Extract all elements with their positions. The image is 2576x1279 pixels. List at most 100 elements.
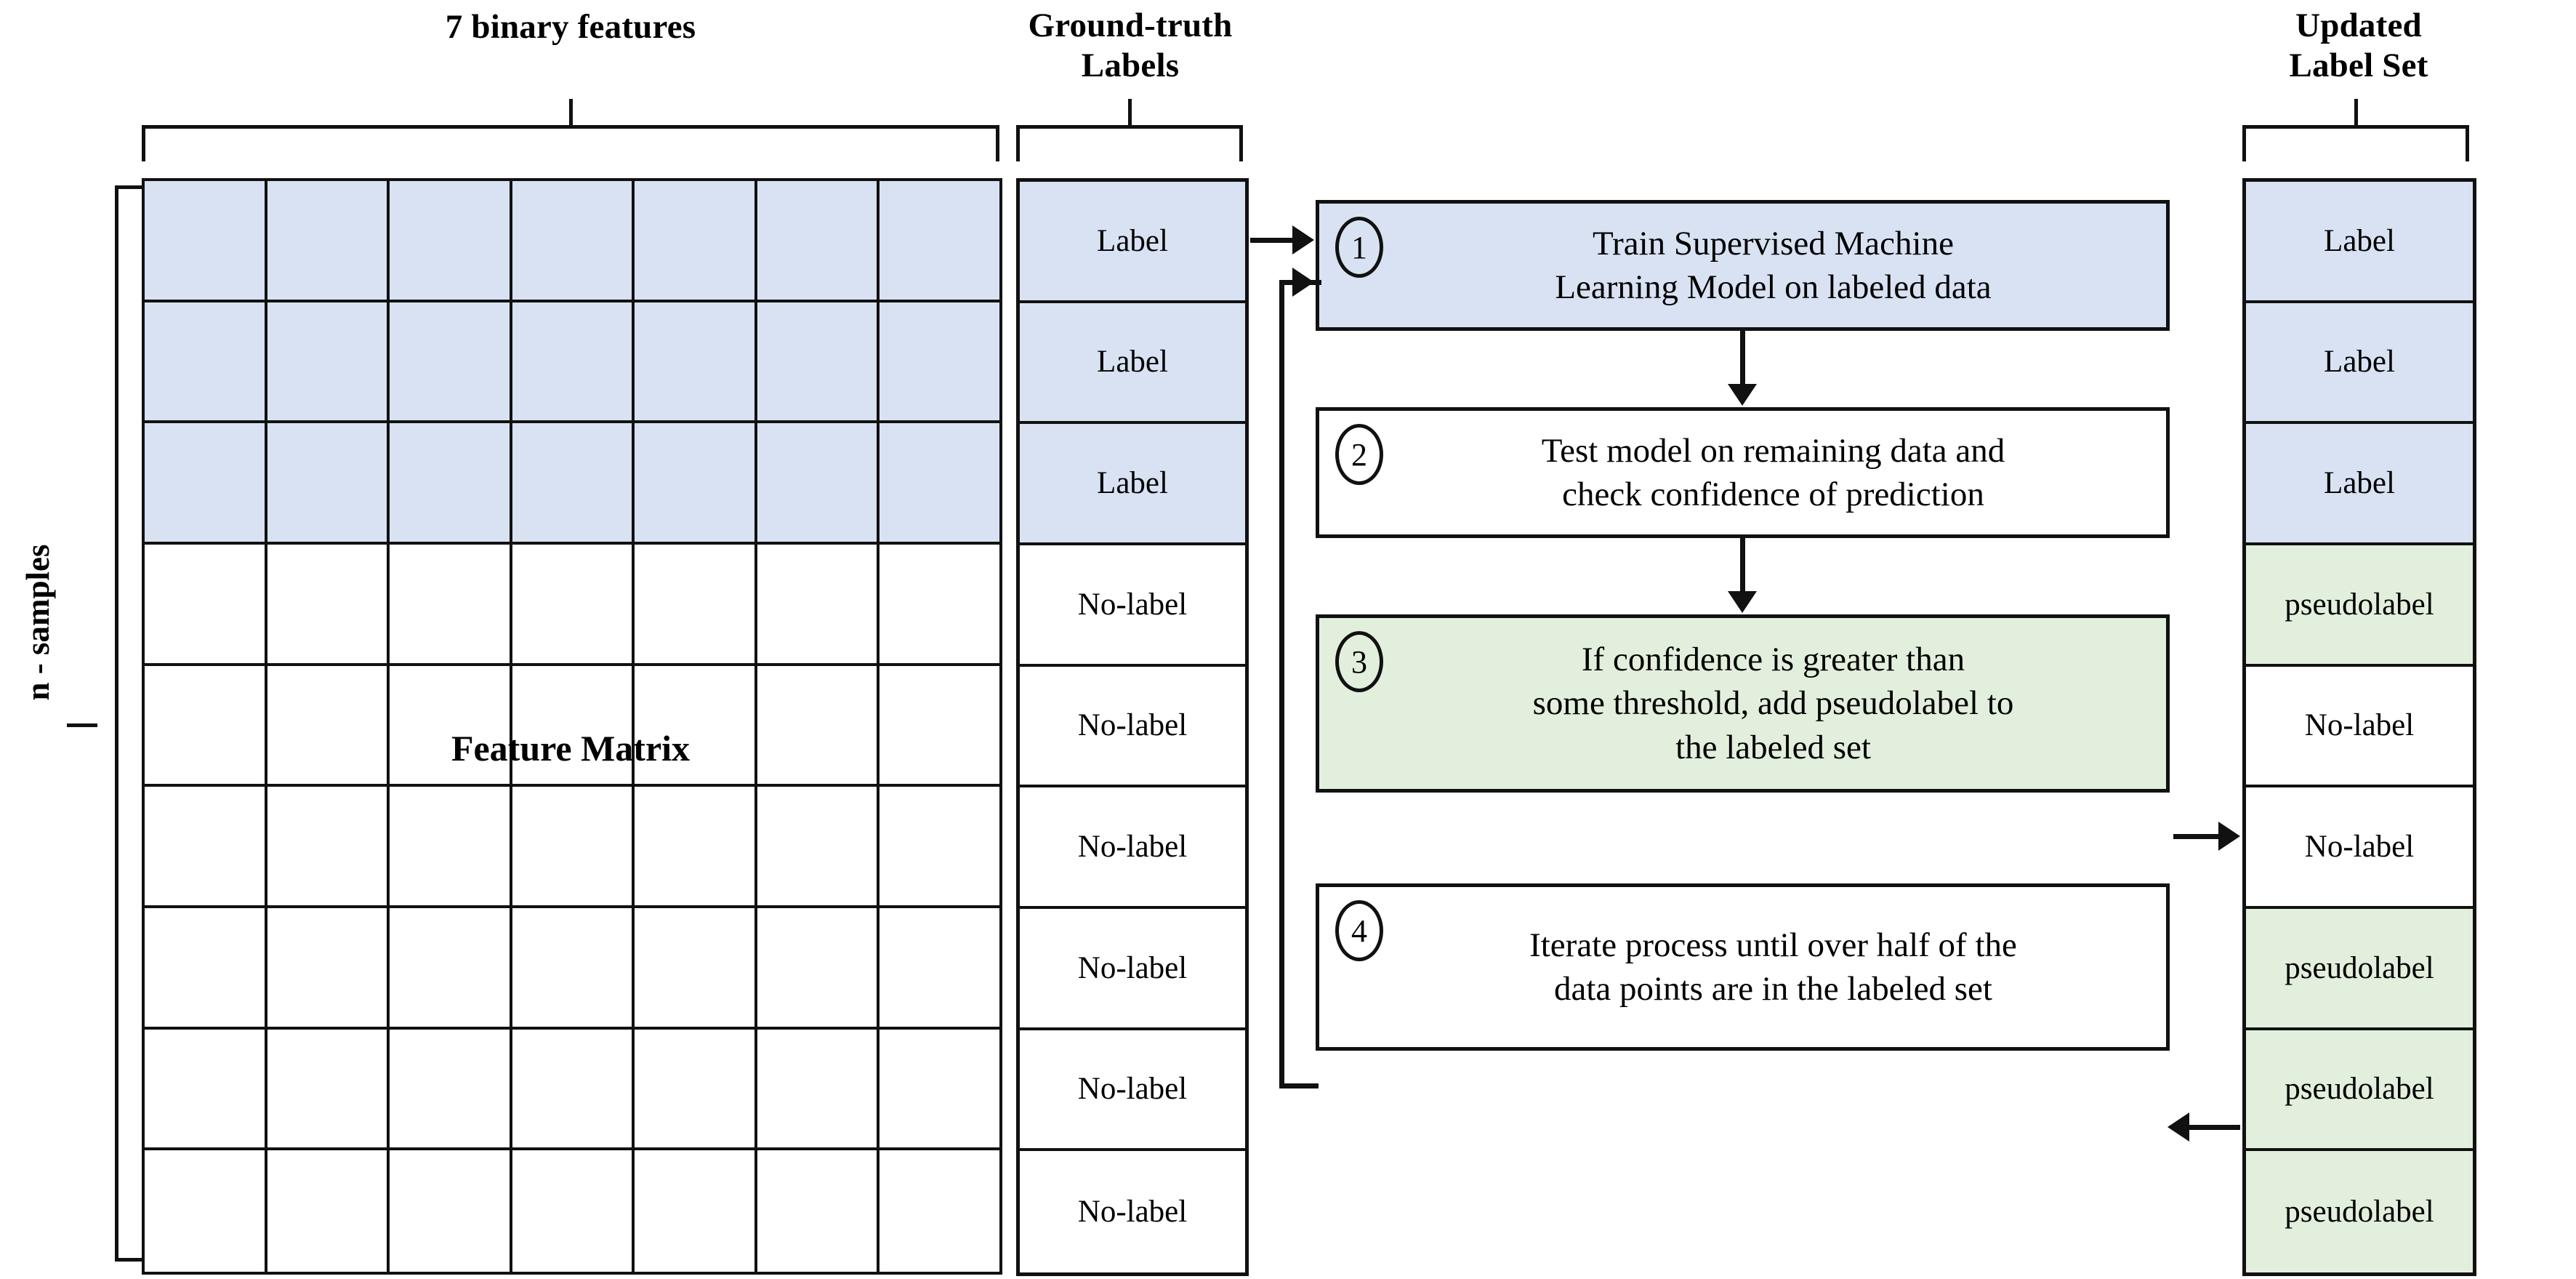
step-3-line3: the labeled set xyxy=(1675,728,1871,766)
feature-cell xyxy=(512,665,635,787)
feature-cell xyxy=(267,1150,390,1272)
feature-cell xyxy=(145,181,267,302)
features-bracket xyxy=(142,99,999,167)
step-2-box[interactable]: 2 Test model on remaining data and check… xyxy=(1316,407,2170,538)
bracket-left-end xyxy=(2242,125,2246,161)
ground-truth-label-row: No-label xyxy=(1020,909,1245,1030)
n-samples-label: n - samples xyxy=(20,544,56,701)
feature-cell xyxy=(880,908,1002,1030)
step-1-number-badge: 1 xyxy=(1335,217,1383,278)
updated-label-row: No-label xyxy=(2246,666,2473,788)
bracket-bottom-end xyxy=(115,1258,145,1262)
updated-label-set-heading-line2: Label Set xyxy=(2289,46,2428,84)
feature-cell xyxy=(267,1029,390,1151)
ground-truth-heading-line2: Labels xyxy=(1081,46,1180,84)
updated-label-row: Label xyxy=(2246,182,2473,303)
bracket-center-tick xyxy=(67,723,97,727)
ground-truth-label-row: No-label xyxy=(1020,666,1245,788)
ground-truth-label-row: No-label xyxy=(1020,787,1245,909)
feature-cell xyxy=(267,908,390,1030)
arrow-step3-to-updated-head xyxy=(2218,822,2240,851)
feature-cell xyxy=(757,302,880,424)
feature-cell xyxy=(757,665,880,787)
step-4-text: Iterate process until over half of the d… xyxy=(1442,923,2043,1011)
arrow-step1-to-step2-line xyxy=(1740,331,1745,387)
bracket-center-tick xyxy=(2354,99,2358,125)
feature-cell xyxy=(145,665,267,787)
feature-cell xyxy=(390,1150,512,1272)
feature-cell xyxy=(390,908,512,1030)
step-1-box[interactable]: 1 Train Supervised Machine Learning Mode… xyxy=(1316,200,2170,331)
step-2-number-badge: 2 xyxy=(1335,424,1383,485)
bracket-right-end xyxy=(1239,125,1243,161)
step-4-line1: Iterate process until over half of the xyxy=(1529,926,2017,964)
ground-truth-label-row: Label xyxy=(1020,182,1245,303)
ground-truth-heading: Ground-truth Labels xyxy=(974,6,1287,85)
feature-cell xyxy=(390,1029,512,1151)
updated-label-set-bracket xyxy=(2242,99,2469,167)
feature-matrix-grid xyxy=(142,178,1002,1275)
feature-cell xyxy=(880,1150,1002,1272)
step-1-text: Train Supervised Machine Learning Model … xyxy=(1468,222,2017,309)
arrow-step2-to-step3-head xyxy=(1728,591,1757,613)
feature-cell xyxy=(512,908,635,1030)
feature-cell xyxy=(635,423,757,545)
feature-cell xyxy=(512,181,635,302)
step-4-number-badge: 4 xyxy=(1335,900,1383,961)
feature-cell xyxy=(635,1029,757,1151)
bracket-center-tick xyxy=(569,99,573,125)
feature-cell xyxy=(512,545,635,666)
step-4-box[interactable]: 4 Iterate process until over half of the… xyxy=(1316,883,2170,1051)
updated-label-row: Label xyxy=(2246,302,2473,425)
feature-cell xyxy=(145,908,267,1030)
features-heading: 7 binary features xyxy=(445,8,696,46)
n-samples-bracket xyxy=(67,185,145,1262)
arrow-labels-to-step1-head xyxy=(1292,225,1314,254)
bracket-right-end xyxy=(996,125,999,161)
updated-label-set-heading: Updated Label Set xyxy=(2202,6,2515,85)
feature-cell xyxy=(267,423,390,545)
ground-truth-label-row: No-label xyxy=(1020,545,1245,667)
step-2-line2: check confidence of prediction xyxy=(1562,476,1984,513)
bracket-right-end xyxy=(2466,125,2469,161)
feature-cell xyxy=(145,787,267,908)
arrow-updated-to-step4-head xyxy=(2168,1112,2189,1142)
feature-cell xyxy=(757,1029,880,1151)
feature-cell xyxy=(635,787,757,908)
feature-cell xyxy=(880,181,1002,302)
step-3-text: If confidence is greater than some thres… xyxy=(1446,638,2040,769)
updated-label-row: pseudolabel xyxy=(2246,545,2473,667)
feature-cell xyxy=(880,1029,1002,1151)
ground-truth-label-row: No-label xyxy=(1020,1151,1245,1272)
feature-cell xyxy=(512,1150,635,1272)
feature-cell xyxy=(880,545,1002,666)
feature-cell xyxy=(635,1150,757,1272)
feature-cell xyxy=(145,1029,267,1151)
arrow-step2-to-step3-line xyxy=(1740,538,1745,594)
feature-cell xyxy=(267,787,390,908)
feature-cell xyxy=(880,665,1002,787)
step-3-box[interactable]: 3 If confidence is greater than some thr… xyxy=(1316,614,2170,793)
feature-cell xyxy=(757,423,880,545)
updated-label-row: Label xyxy=(2246,424,2473,545)
step-2-line1: Test model on remaining data and xyxy=(1541,431,2005,470)
updated-label-row: pseudolabel xyxy=(2246,909,2473,1030)
feature-cell xyxy=(145,1150,267,1272)
bracket-top-end xyxy=(115,185,145,189)
feature-cell xyxy=(390,423,512,545)
feature-cell xyxy=(880,787,1002,908)
feature-cell xyxy=(757,908,880,1030)
feature-cell xyxy=(757,181,880,302)
ground-truth-heading-line1: Ground-truth xyxy=(1028,7,1233,44)
feature-cell xyxy=(880,423,1002,545)
updated-label-row: No-label xyxy=(2246,787,2473,909)
arrow-step3-to-updated-line xyxy=(2173,834,2223,839)
bracket-left-end xyxy=(142,125,145,161)
step-1-line2: Learning Model on labeled data xyxy=(1555,268,1992,306)
feature-cell xyxy=(757,1150,880,1272)
feature-cell xyxy=(512,787,635,908)
feature-cell xyxy=(267,545,390,666)
feature-cell xyxy=(145,545,267,666)
